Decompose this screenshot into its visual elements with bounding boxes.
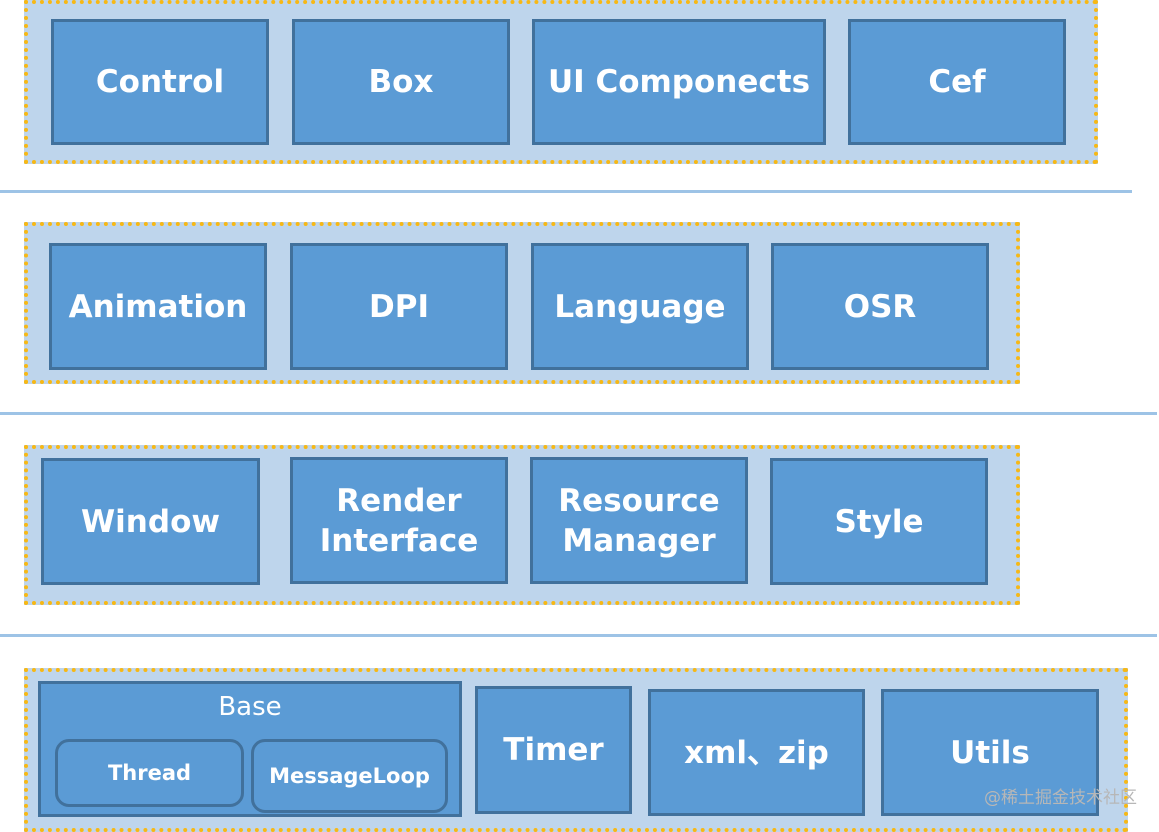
cef-box: Cef	[848, 19, 1066, 145]
messageloop-box: MessageLoop	[251, 739, 448, 813]
ui-components-box: UI Componects	[532, 19, 826, 145]
dpi-box: DPI	[290, 243, 508, 370]
box-box: Box	[292, 19, 510, 145]
thread-box: Thread	[55, 739, 244, 807]
timer-box: Timer	[475, 686, 632, 814]
base-title: Base	[218, 692, 282, 722]
render-interface-box: Render Interface	[290, 457, 508, 584]
resource-manager-box: Resource Manager	[530, 457, 748, 584]
osr-box: OSR	[771, 243, 989, 370]
watermark-text: @稀土掘金技术社区	[984, 788, 1137, 808]
animation-box: Animation	[49, 243, 267, 370]
style-box: Style	[770, 458, 988, 585]
utils-box: Utils	[881, 689, 1099, 816]
separator-3	[0, 634, 1157, 637]
window-box: Window	[41, 458, 260, 585]
separator-2	[0, 412, 1157, 415]
separator-1	[0, 190, 1132, 193]
control-box: Control	[51, 19, 269, 145]
xml-zip-box: xml、zip	[648, 689, 865, 816]
language-box: Language	[531, 243, 749, 370]
base-box: Base Thread MessageLoop	[38, 681, 462, 817]
